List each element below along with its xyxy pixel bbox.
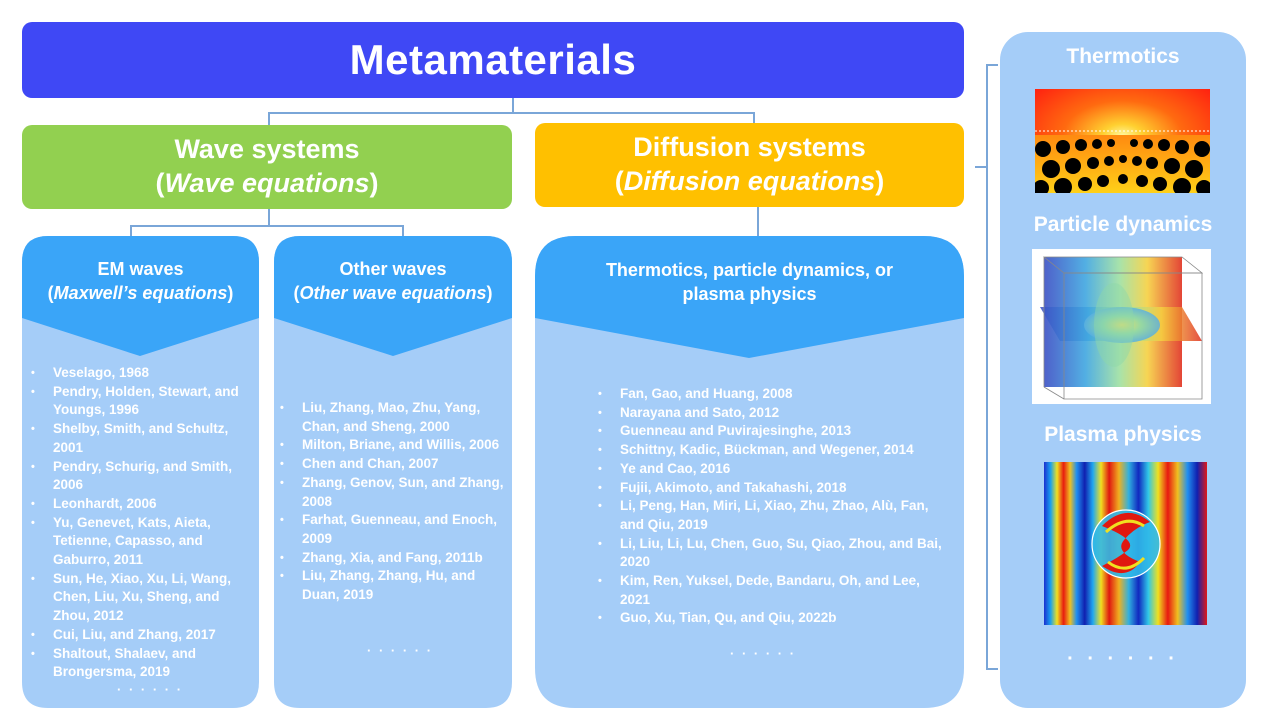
thermotics-image <box>1035 89 1210 193</box>
reference-item: Liu, Zhang, Zhang, Hu, and Duan, 2019 <box>274 567 510 604</box>
bracket <box>986 64 988 670</box>
thermotics-card: Thermotics, particle dynamics, or plasma… <box>535 236 964 708</box>
reference-item: Shelby, Smith, and Schultz, 2001 <box>25 420 257 457</box>
reference-item: Shaltout, Shalaev, and Brongersma, 2019 <box>25 645 257 682</box>
bracket <box>986 668 998 670</box>
thermotics-more: · · · · · · <box>730 646 797 661</box>
reference-item: Milton, Briane, and Willis, 2006 <box>274 436 510 455</box>
reference-item: Liu, Zhang, Mao, Zhu, Yang, Chan, and Sh… <box>274 399 510 436</box>
wave-systems-box: Wave systems (Wave equations) <box>22 125 512 209</box>
other-references: Liu, Zhang, Mao, Zhu, Yang, Chan, and Sh… <box>274 399 510 605</box>
diffusion-systems-title: Diffusion systems <box>633 132 866 163</box>
em-more: · · · · · · <box>117 682 184 697</box>
bracket <box>986 64 998 66</box>
page-title: Metamaterials <box>349 36 637 83</box>
side-label-thermotics: Thermotics <box>1066 45 1180 68</box>
wave-systems-subtitle: (Wave equations) <box>155 168 379 198</box>
connector <box>268 112 270 125</box>
reference-item: Li, Peng, Han, Miri, Li, Xiao, Zhu, Zhao… <box>592 497 952 534</box>
connector <box>268 209 270 226</box>
reference-item: Zhang, Xia, and Fang, 2011b <box>274 549 510 568</box>
em-waves-title: EM waves <box>97 259 184 279</box>
reference-item: Sun, He, Xiao, Xu, Li, Wang, Chen, Liu, … <box>25 570 257 626</box>
diffusion-systems-subtitle: (Diffusion equations) <box>614 166 885 196</box>
thermotics-header: Thermotics, particle dynamics, or plasma… <box>605 260 894 305</box>
other-waves-header: Other waves (Other wave equations) <box>274 257 512 306</box>
reference-item: Li, Liu, Li, Lu, Chen, Guo, Su, Qiao, Zh… <box>592 535 952 572</box>
reference-item: Pendry, Schurig, and Smith, 2006 <box>25 458 257 495</box>
title-bar: Metamaterials <box>22 22 964 98</box>
reference-item: Kim, Ren, Yuksel, Dede, Bandaru, Oh, and… <box>592 572 952 609</box>
bracket <box>975 166 987 168</box>
reference-item: Cui, Liu, and Zhang, 2017 <box>25 626 257 645</box>
thermotics-references: Fan, Gao, and Huang, 2008Narayana and Sa… <box>592 385 952 628</box>
reference-item: Fan, Gao, and Huang, 2008 <box>592 385 952 404</box>
reference-item: Ye and Cao, 2016 <box>592 460 952 479</box>
side-label-particle: Particle dynamics <box>1033 213 1213 236</box>
reference-item: Chen and Chan, 2007 <box>274 455 510 474</box>
diffusion-systems-box: Diffusion systems (Diffusion equations) <box>535 123 964 207</box>
other-more: · · · · · · <box>367 643 434 658</box>
plasma-physics-image <box>1044 462 1207 625</box>
reference-item: Zhang, Genov, Sun, and Zhang, 2008 <box>274 474 510 511</box>
side-label-plasma: Plasma physics <box>1044 423 1202 446</box>
reference-item: Veselago, 1968 <box>25 364 257 383</box>
reference-item: Guo, Xu, Tian, Qu, and Qiu, 2022b <box>592 609 952 628</box>
other-waves-card: Other waves (Other wave equations) Liu, … <box>274 236 512 708</box>
connector <box>402 225 404 237</box>
em-waves-card: EM waves (Maxwell’s equations) Veselago,… <box>22 236 259 708</box>
wave-systems-title: Wave systems <box>174 134 360 165</box>
connector <box>753 112 755 123</box>
em-waves-header: EM waves (Maxwell’s equations) <box>22 257 259 306</box>
connector <box>130 225 132 237</box>
reference-item: Farhat, Guenneau, and Enoch, 2009 <box>274 511 510 548</box>
connector <box>130 225 404 227</box>
em-references: Veselago, 1968Pendry, Holden, Stewart, a… <box>25 364 257 682</box>
side-more: · · · · · · <box>1067 648 1179 670</box>
connector <box>757 207 759 237</box>
reference-item: Guenneau and Puvirajesinghe, 2013 <box>592 422 952 441</box>
other-waves-title: Other waves <box>339 259 447 279</box>
connector <box>512 98 514 112</box>
reference-item: Fujii, Akimoto, and Takahashi, 2018 <box>592 479 952 498</box>
reference-item: Narayana and Sato, 2012 <box>592 404 952 423</box>
particle-dynamics-image <box>1032 249 1211 404</box>
reference-item: Yu, Genevet, Kats, Aieta, Tetienne, Capa… <box>25 514 257 570</box>
other-waves-subtitle: (Other wave equations) <box>293 283 493 304</box>
em-waves-subtitle: (Maxwell’s equations) <box>47 283 234 304</box>
reference-item: Pendry, Holden, Stewart, and Youngs, 199… <box>25 383 257 420</box>
connector <box>268 112 755 114</box>
reference-item: Schittny, Kadic, Bückman, and Wegener, 2… <box>592 441 952 460</box>
reference-item: Leonhardt, 2006 <box>25 495 257 514</box>
